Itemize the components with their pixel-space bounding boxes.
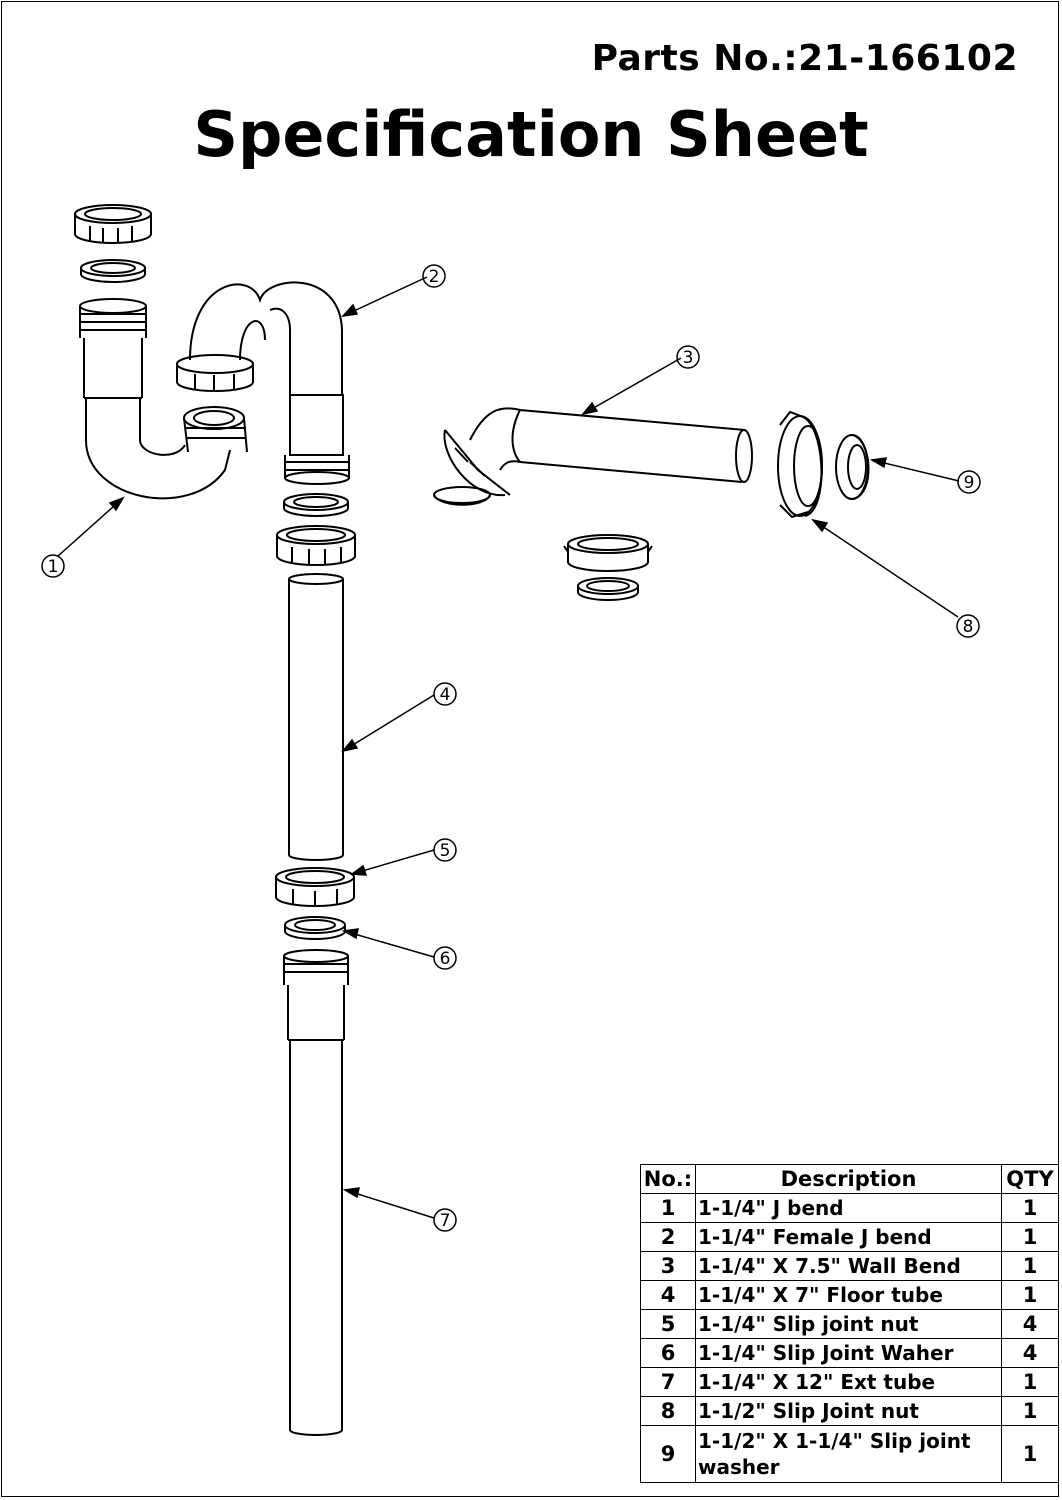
washer-under-part-2: [283, 493, 349, 517]
floor-tube-part-4: [288, 573, 344, 861]
row-qty: 1: [1001, 1251, 1059, 1281]
slip-nut-loose: [563, 534, 653, 572]
callout-2-label: 2: [429, 267, 440, 287]
callout-4-circle: [433, 682, 457, 706]
header-no: No.:: [640, 1164, 696, 1194]
row-description: 1-1/4" Slip Joint Waher: [695, 1338, 1002, 1368]
row-description: 1-1/4" X 12" Ext tube: [695, 1367, 1002, 1397]
callout-4-label: 4: [440, 685, 451, 705]
row-qty: 1: [1001, 1396, 1059, 1426]
row-qty: 1: [1001, 1425, 1059, 1483]
female-j-bend-part-2: [176, 281, 350, 485]
callout-5-circle: [433, 838, 457, 862]
callout-3-label: 3: [683, 348, 694, 368]
washer-part-6: [284, 916, 346, 940]
table-row: 3 1-1/4" X 7.5" Wall Bend 1: [640, 1251, 1059, 1281]
table-row: 2 1-1/4" Female J bend 1: [640, 1222, 1059, 1252]
row-no: 4: [640, 1280, 696, 1310]
callout-leaders: [57, 276, 960, 1219]
row-qty: 1: [1001, 1367, 1059, 1397]
washer-loose: [577, 577, 639, 601]
parts-table-header: No.: Description QTY: [640, 1164, 1059, 1194]
row-no: 2: [640, 1222, 696, 1252]
row-no: 5: [640, 1309, 696, 1339]
row-description: 1-1/4" Slip joint nut: [695, 1309, 1002, 1339]
slip-nut-part-8: [777, 410, 823, 519]
table-row: 4 1-1/4" X 7" Floor tube 1: [640, 1280, 1059, 1310]
slip-nut-top-left: [74, 204, 152, 244]
row-description: 1-1/4" X 7.5" Wall Bend: [695, 1251, 1002, 1281]
j-bend-part-1: [79, 298, 248, 500]
row-description: 1-1/4" Female J bend: [695, 1222, 1002, 1252]
washer-part-9: [835, 434, 870, 500]
callout-7-label: 7: [440, 1211, 451, 1231]
callout-2-circle: [422, 264, 446, 288]
row-no: 8: [640, 1396, 696, 1426]
washer-top-left: [80, 259, 146, 283]
row-description: 1-1/2" Slip Joint nut: [695, 1396, 1002, 1426]
row-qty: 4: [1001, 1309, 1059, 1339]
callout-7-circle: [433, 1208, 457, 1232]
callout-1-circle: [41, 554, 65, 578]
table-row: 5 1-1/4" Slip joint nut 4: [640, 1309, 1059, 1339]
row-qty: 1: [1001, 1222, 1059, 1252]
slip-nut-under-part-2: [276, 525, 356, 566]
row-no: 7: [640, 1367, 696, 1397]
row-no: 6: [640, 1338, 696, 1368]
row-description: 1-1/2" X 1-1/4" Slip joint washer: [695, 1425, 1002, 1483]
table-row: 7 1-1/4" X 12" Ext tube 1: [640, 1367, 1059, 1397]
row-qty: 1: [1001, 1193, 1059, 1223]
page-title: Specification Sheet: [193, 98, 869, 171]
table-row: 9 1-1/2" X 1-1/4" Slip joint washer 1: [640, 1425, 1059, 1483]
parts-number: Parts No.:21-166102: [591, 38, 1018, 79]
row-description: 1-1/4" X 7" Floor tube: [695, 1280, 1002, 1310]
row-no: 9: [640, 1425, 696, 1483]
header-qty: QTY: [1001, 1164, 1059, 1194]
wall-bend-part-3: [433, 407, 753, 506]
header-description: Description: [695, 1164, 1002, 1194]
callout-8-label: 8: [963, 617, 974, 637]
slip-nut-part-5: [275, 867, 355, 907]
table-row: 1 1-1/4" J bend 1: [640, 1193, 1059, 1223]
callout-6-circle: [433, 946, 457, 970]
table-row: 8 1-1/2" Slip Joint nut 1: [640, 1396, 1059, 1426]
callout-9-label: 9: [964, 473, 975, 493]
callout-1-label: 1: [48, 557, 59, 577]
row-qty: 1: [1001, 1280, 1059, 1310]
table-row: 6 1-1/4" Slip Joint Waher 4: [640, 1338, 1059, 1368]
callout-8-circle: [956, 614, 980, 638]
row-no: 3: [640, 1251, 696, 1281]
row-no: 1: [640, 1193, 696, 1223]
callout-circles: [41, 264, 981, 1232]
callout-6-label: 6: [440, 949, 451, 969]
callout-9-circle: [957, 470, 981, 494]
callout-5-label: 5: [440, 841, 451, 861]
row-description: 1-1/4" J bend: [695, 1193, 1002, 1223]
callout-3-circle: [676, 345, 700, 369]
parts-table: No.: Description QTY 1 1-1/4" J bend 1 2…: [640, 1164, 1059, 1483]
row-qty: 4: [1001, 1338, 1059, 1368]
ext-tube-part-7: [283, 949, 349, 1436]
